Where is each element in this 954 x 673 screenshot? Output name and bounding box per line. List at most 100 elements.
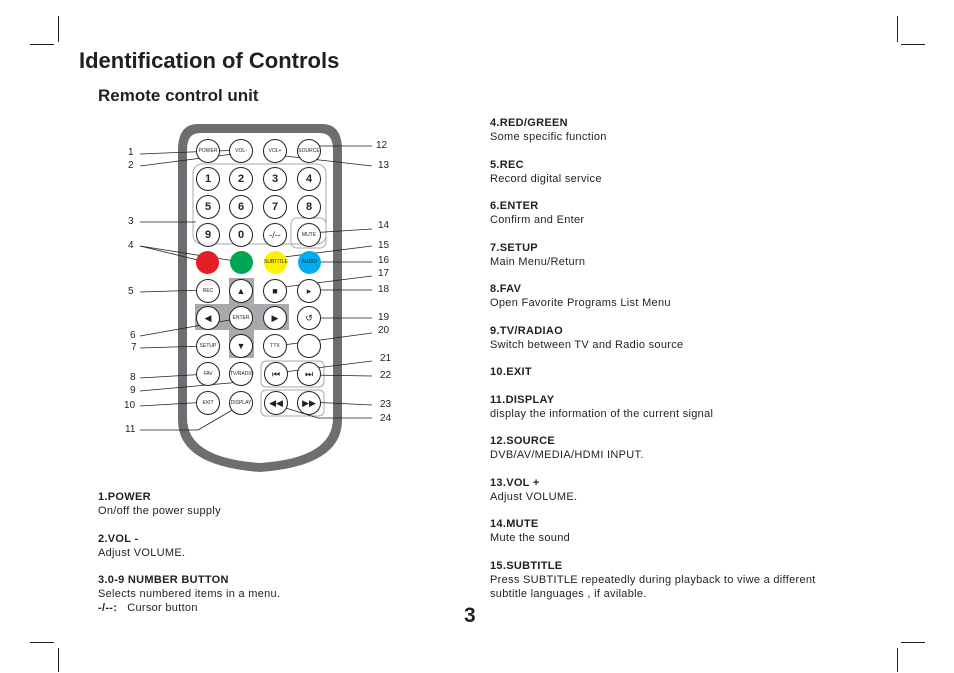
fav-button[interactable]: FAV [196, 362, 220, 386]
digit-1-button[interactable]: 1 [196, 167, 220, 191]
skip-frame [260, 360, 325, 388]
callout-number: 22 [380, 370, 392, 381]
callout-number: 21 [380, 353, 392, 364]
description-item: 15.SUBTITLE Press SUBTITLE repeatedly du… [490, 559, 850, 601]
digit-0-button[interactable]: 0 [229, 223, 253, 247]
enter-button[interactable]: ENTER [229, 306, 253, 330]
callout-number: 24 [380, 413, 392, 424]
description-body: Confirm and Enter [490, 214, 585, 226]
crop-mark [30, 44, 54, 45]
description-heading: 5.REC [490, 158, 524, 171]
description-body: Adjust VOLUME. [98, 546, 186, 559]
description-heading: 12.SOURCE [490, 435, 556, 447]
description-heading: 4.RED/GREEN [490, 117, 568, 129]
red-button[interactable] [196, 251, 219, 274]
callout-number: 4 [128, 240, 134, 251]
description-heading: 6.ENTER [490, 200, 539, 212]
tvradio-button[interactable]: TV/RADIO [229, 362, 254, 386]
description-body: Open Favorite Programs List Menu [490, 297, 671, 309]
digit-6-button[interactable]: 6 [229, 195, 253, 219]
mute-button[interactable]: MUTE [297, 223, 321, 247]
description-heading: 3.0-9 NUMBER BUTTON [98, 574, 229, 586]
callout-number: 8 [130, 372, 136, 383]
setup-button[interactable]: SETUP [196, 334, 220, 358]
rewind-icon[interactable]: ◀◀ [264, 391, 288, 415]
callout-number: 13 [378, 160, 390, 171]
right-arrow-icon[interactable]: ▶ [263, 306, 287, 330]
callout-number: 7 [131, 342, 137, 353]
note-label: -/--: [98, 602, 118, 614]
dash-button[interactable]: -/-- [263, 223, 287, 247]
description-heading: 13.VOL + [490, 476, 540, 489]
source-button[interactable]: SOURCE [297, 139, 321, 163]
power-button[interactable]: POWER [196, 139, 220, 163]
left-arrow-icon[interactable]: ◀ [196, 306, 220, 330]
description-body: DVB/AV/MEDIA/HDMI INPUT. [490, 449, 644, 461]
remote-face [187, 133, 333, 463]
note-text: Cursor button [127, 602, 198, 614]
description-item: 1.POWER On/off the power supply [98, 490, 398, 518]
stop-icon[interactable]: ■ [263, 279, 287, 303]
description-heading: 15.SUBTITLE [490, 559, 563, 572]
description-item: 7.SETUP Main Menu/Return [490, 241, 850, 269]
digit-3-button[interactable]: 3 [263, 167, 287, 191]
page-number: 3 [464, 604, 476, 627]
description-body: Switch between TV and Radio source [490, 338, 684, 351]
description-heading: 8.FAV [490, 283, 522, 295]
callout-number: 11 [125, 424, 136, 435]
description-list-right: 4.RED/GREEN Some specific function 5.REC… [490, 116, 850, 614]
description-item: 12.SOURCE DVB/AV/MEDIA/HDMI INPUT. [490, 434, 850, 462]
callout-number: 1 [128, 147, 134, 158]
description-item: 3.0-9 NUMBER BUTTON Selects numbered ite… [98, 573, 398, 615]
description-item: 5.REC Record digital service [490, 158, 850, 186]
description-item: 13.VOL + Adjust VOLUME. [490, 476, 850, 504]
description-body: Some specific function [490, 131, 607, 143]
description-list-left: 1.POWER On/off the power supply 2.VOL - … [98, 490, 398, 629]
description-body: Mute the sound [490, 532, 571, 544]
crop-mark [901, 642, 925, 643]
callout-number: 20 [378, 325, 390, 336]
exit-button[interactable]: EXIT [196, 391, 220, 415]
audio-button[interactable]: AUDIO [298, 251, 321, 274]
description-heading: 1.POWER [98, 491, 151, 503]
callout-number: 9 [130, 385, 136, 396]
down-arrow-icon[interactable]: ▼ [229, 334, 253, 358]
display-button[interactable]: DISPLAY [229, 391, 253, 415]
description-heading: 10.EXIT [490, 366, 532, 378]
callout-number: 14 [378, 220, 390, 231]
callout-number: 17 [378, 268, 390, 279]
callout-number: 3 [128, 216, 134, 227]
digit-2-button[interactable]: 2 [229, 167, 253, 191]
blank-button[interactable] [297, 334, 321, 358]
section-title: Remote control unit [98, 86, 259, 105]
description-body: Record digital service [490, 172, 602, 185]
skip-back-icon[interactable]: ⏮ [264, 362, 288, 386]
digit-4-button[interactable]: 4 [297, 167, 321, 191]
description-item: 2.VOL - Adjust VOLUME. [98, 532, 398, 560]
ttx-button[interactable]: TTX [263, 334, 287, 358]
crop-mark [58, 648, 59, 672]
vol-minus-button[interactable]: VOL- [229, 139, 253, 163]
green-button[interactable] [230, 251, 253, 274]
play-icon[interactable]: ▸ [297, 279, 321, 303]
description-heading: 11.DISPLAY [490, 393, 555, 406]
description-item: 11.DISPLAY display the information of th… [490, 393, 850, 421]
fast-forward-icon[interactable]: ▶▶ [297, 391, 321, 415]
return-icon[interactable]: ↺ [297, 306, 321, 330]
description-body: Adjust VOLUME. [490, 490, 578, 503]
description-body: Main Menu/Return [490, 255, 586, 268]
crop-mark [901, 44, 925, 45]
digit-8-button[interactable]: 8 [297, 195, 321, 219]
description-item: 9.TV/RADIAO Switch between TV and Radio … [490, 324, 850, 352]
digit-5-button[interactable]: 5 [196, 195, 220, 219]
skip-forward-icon[interactable]: ⏭ [297, 362, 321, 386]
vol-plus-button[interactable]: VOL+ [263, 139, 287, 163]
digit-7-button[interactable]: 7 [263, 195, 287, 219]
up-arrow-icon[interactable]: ▲ [229, 279, 253, 303]
rec-button[interactable]: REC [196, 279, 220, 303]
description-item: 4.RED/GREEN Some specific function [490, 116, 850, 144]
subtitle-button[interactable]: SUBTITLE [264, 251, 288, 274]
callout-number: 6 [130, 330, 136, 341]
description-item: 14.MUTE Mute the sound [490, 517, 850, 545]
digit-9-button[interactable]: 9 [196, 223, 220, 247]
